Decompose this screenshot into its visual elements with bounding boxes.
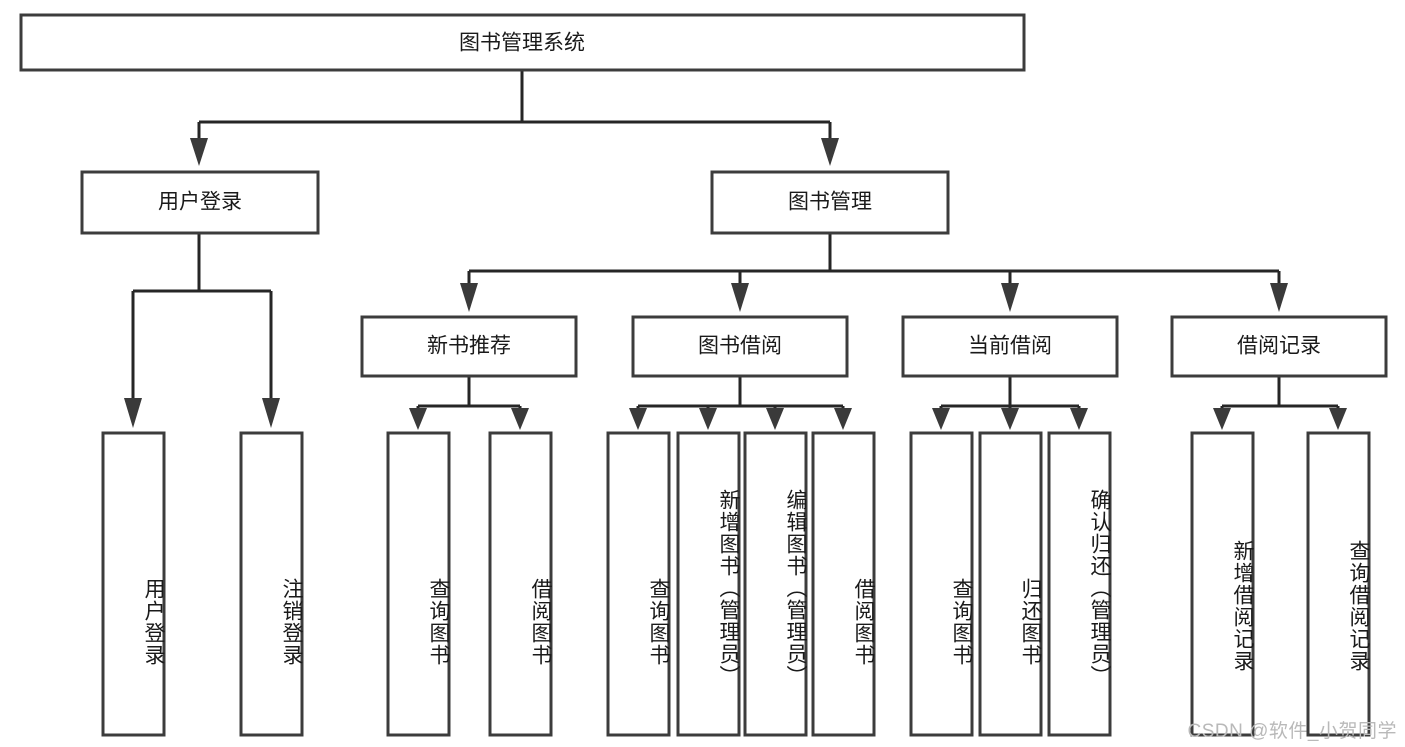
arrow-head-leaf-return-book (1001, 408, 1019, 430)
node-leaf-edit-book-box[interactable] (743, 431, 808, 737)
node-leaf-add-record-box[interactable] (1190, 431, 1255, 737)
node-user-login-label: 用户登录 (158, 191, 242, 214)
arrow-head-leaf-query-book-3 (932, 408, 950, 430)
node-user-login[interactable]: 用户登录 (80, 170, 320, 235)
node-borrow-record-label: 借阅记录 (1237, 335, 1321, 358)
node-current-borrow[interactable]: 当前借阅 (901, 315, 1119, 378)
arrow-head-leaf-user-login (124, 398, 142, 428)
leaf-boxes (101, 431, 1371, 737)
arrow-head-leaf-user-logout (262, 398, 280, 428)
node-leaf-query-book-2-box[interactable] (606, 431, 671, 737)
arrow-head-leaf-confirm-return (1070, 408, 1088, 430)
connector-group-userlogin (124, 233, 280, 428)
node-new-book-rec-box[interactable] (360, 315, 578, 378)
arrow-head-userlogin (190, 138, 208, 166)
connector-group-bookmanage (460, 233, 1288, 312)
node-book-borrow[interactable]: 图书借阅 (631, 315, 849, 378)
arrow-head-borrow-record (1270, 283, 1288, 312)
node-leaf-return-book-box[interactable] (978, 431, 1043, 737)
node-book-borrow-label: 图书借阅 (698, 335, 782, 358)
arrow-head-bookmanage (821, 138, 839, 166)
node-book-manage-label: 图书管理 (788, 191, 872, 214)
node-book-borrow-box[interactable] (631, 315, 849, 378)
node-current-borrow-box[interactable] (901, 315, 1119, 378)
node-leaf-user-login-box[interactable] (101, 431, 166, 737)
arrow-head-leaf-query-book-1 (409, 408, 427, 430)
arrow-head-leaf-query-book-2 (629, 408, 647, 430)
arrow-head-leaf-add-book (699, 408, 717, 430)
connector-group-currentborrow (932, 376, 1088, 430)
csdn-watermark: CSDN @软件_小贺同学 (1187, 721, 1397, 742)
node-root[interactable]: 图书管理系统 (19, 13, 1026, 72)
node-leaf-add-book-box[interactable] (676, 431, 741, 737)
node-user-login-box[interactable] (80, 170, 320, 235)
arrow-head-book-borrow (731, 283, 749, 312)
connector-group-borrowrecord (1213, 376, 1347, 430)
arrow-head-leaf-query-record (1329, 408, 1347, 430)
node-new-book-rec-label: 新书推荐 (427, 335, 511, 358)
node-leaf-confirm-return-box[interactable] (1047, 431, 1112, 737)
node-leaf-query-book-3-box[interactable] (909, 431, 974, 737)
node-root-label: 图书管理系统 (459, 32, 585, 55)
node-borrow-record-box[interactable] (1170, 315, 1388, 378)
connector-group-root (190, 70, 839, 166)
arrow-head-leaf-add-record (1213, 408, 1231, 430)
arrow-head-leaf-borrow-book-2 (834, 408, 852, 430)
node-leaf-query-record-box[interactable] (1306, 431, 1371, 737)
node-book-manage-box[interactable] (710, 170, 950, 235)
arrow-head-new-book-rec (460, 283, 478, 312)
node-leaf-borrow-book-1-box[interactable] (488, 431, 553, 737)
arrow-head-leaf-edit-book (766, 408, 784, 430)
arrow-head-current-borrow (1001, 283, 1019, 312)
node-leaf-borrow-book-2-box[interactable] (811, 431, 876, 737)
node-new-book-rec[interactable]: 新书推荐 (360, 315, 578, 378)
node-borrow-record[interactable]: 借阅记录 (1170, 315, 1388, 378)
arrow-head-leaf-borrow-book-1 (511, 408, 529, 430)
connector-group-newbookrec (409, 376, 529, 430)
connector-group-bookborrow (629, 376, 852, 430)
node-current-borrow-label: 当前借阅 (968, 335, 1052, 358)
node-leaf-query-book-1-box[interactable] (386, 431, 451, 737)
node-leaf-user-logout-box[interactable] (239, 431, 304, 737)
node-book-manage[interactable]: 图书管理 (710, 170, 950, 235)
node-root-box[interactable] (19, 13, 1026, 72)
